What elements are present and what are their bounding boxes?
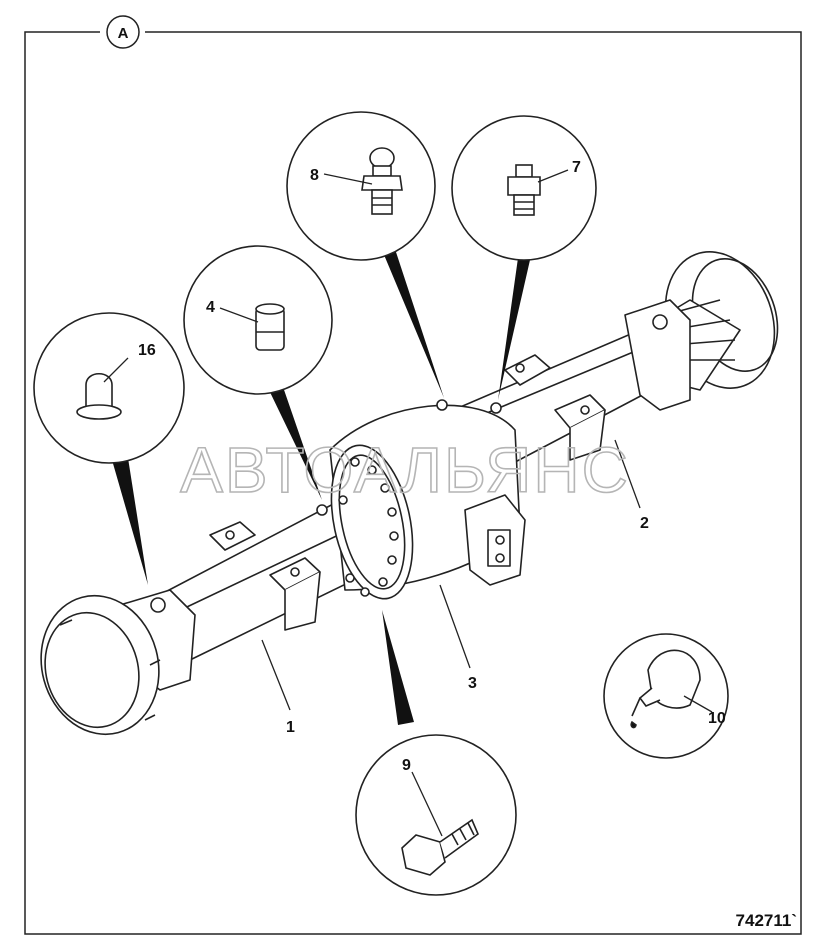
- right-mount-pad-1: [504, 354, 551, 386]
- plug-part: [255, 303, 285, 351]
- flange-bolts: [338, 457, 399, 597]
- right-knuckle: [624, 299, 691, 411]
- grease-nipple-part: [361, 147, 403, 215]
- callout-1: 1: [286, 719, 295, 736]
- detail-circle-8: [286, 111, 436, 261]
- pointer-9: [382, 610, 414, 725]
- bolt-part: [401, 818, 479, 876]
- callout-2: 2: [640, 515, 649, 532]
- pointer-4: [268, 384, 322, 500]
- diagram-frame: [24, 31, 802, 935]
- detail-circle-9: [355, 734, 517, 896]
- pointer-7: [498, 258, 530, 400]
- breather-plug: [436, 399, 448, 411]
- pointer-8: [382, 246, 444, 398]
- callout-7: 7: [572, 159, 581, 176]
- watermark-text: АВТОАЛЬЯНС: [180, 434, 630, 506]
- dust-cap-part: [76, 372, 122, 420]
- figure-reference: 742711`: [736, 911, 797, 930]
- callout-9: 9: [402, 757, 411, 774]
- callout-16: 16: [138, 342, 156, 359]
- callout-3: 3: [468, 675, 477, 692]
- breather-part: [507, 164, 541, 216]
- sealant-bottle-part: [630, 649, 701, 729]
- vent-plug: [490, 402, 502, 414]
- left-hub-drum: [40, 594, 160, 736]
- callout-8: 8: [310, 167, 319, 184]
- leader-lines: [103, 169, 713, 837]
- panel-label-text: A: [118, 25, 129, 42]
- callout-10: 10: [708, 710, 726, 727]
- pointer-16: [112, 458, 148, 585]
- panel-label: A: [100, 15, 145, 49]
- fill-plug: [316, 504, 328, 516]
- axle-housing: [40, 251, 779, 736]
- callout-4: 4: [206, 299, 215, 316]
